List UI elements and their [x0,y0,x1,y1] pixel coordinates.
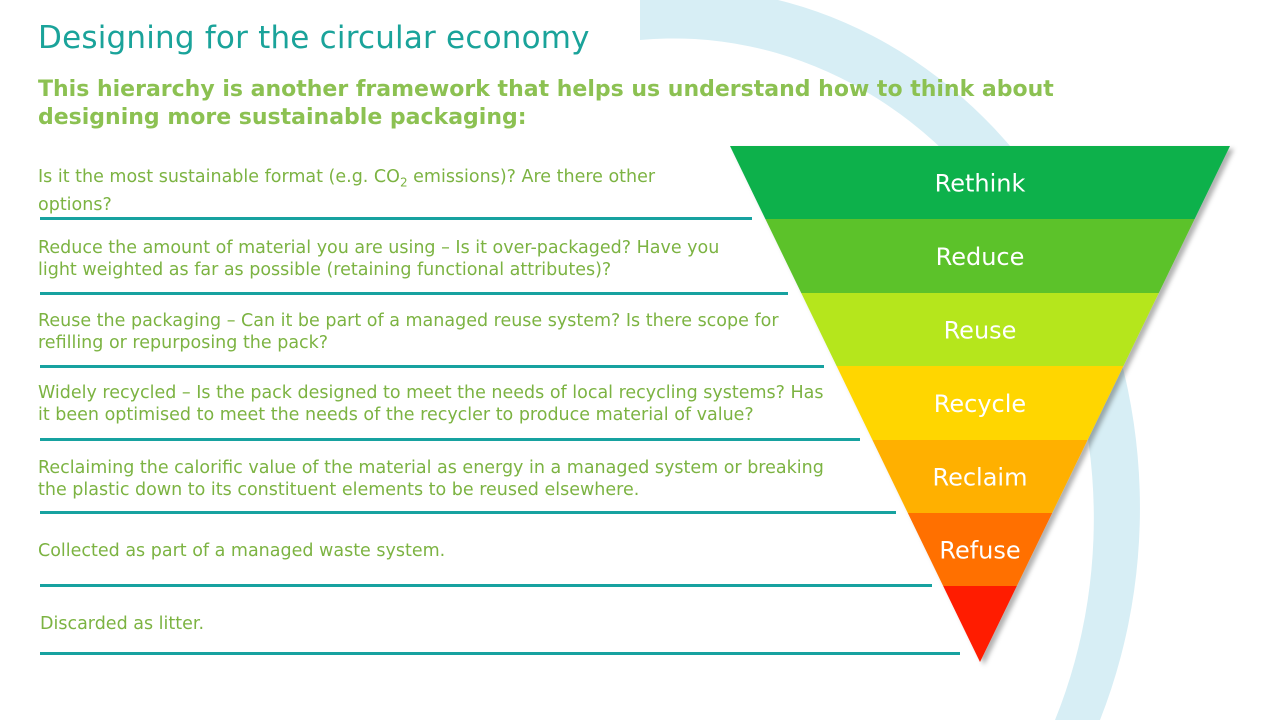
tier-label-reclaim: Reclaim [933,464,1028,492]
row-divider-recycle [40,438,860,441]
pyramid-tier-recycle [836,366,1124,440]
row-text-reclaim: Reclaiming the calorific value of the ma… [38,458,824,500]
tier-label-refuse: Refuse [939,537,1020,565]
hierarchy-row-reclaim: Reclaiming the calorific value of the ma… [38,457,858,501]
pyramid-tier-rethink [730,146,1230,219]
pyramid-tier-litter [943,586,1017,662]
row-text-reuse: Reuse the packaging – Can it be part of … [38,311,779,353]
row-text-reduce: Reduce the amount of material you are us… [38,238,720,280]
tier-label-reuse: Reuse [944,317,1017,345]
row-text-recycle: Widely recycled – Is the pack designed t… [38,383,824,425]
pyramid-tier-refuse [907,513,1053,586]
tier-label-rethink: Rethink [935,170,1026,198]
page-title: Designing for the circular economy [38,20,590,56]
hierarchy-row-reduce: Reduce the amount of material you are us… [38,237,738,281]
row-divider-reuse [40,365,824,368]
row-divider-refuse [40,584,932,587]
pyramid-tier-reclaim [872,440,1088,513]
tier-label-recycle: Recycle [934,390,1026,418]
hierarchy-row-recycle: Widely recycled – Is the pack designed t… [38,382,828,426]
pyramid-tier-reduce [765,219,1195,293]
hierarchy-row-rethink: Is it the most sustainable format (e.g. … [38,166,678,216]
row-text-litter: Discarded as litter. [40,614,205,634]
page-subtitle: This hierarchy is another framework that… [38,77,1054,130]
row-text-rethink: Is it the most sustainable format (e.g. … [38,167,656,215]
hierarchy-row-reuse: Reuse the packaging – Can it be part of … [38,310,798,354]
hierarchy-row-litter: Discarded as litter. [40,613,920,635]
tier-label-reduce: Reduce [936,243,1025,271]
row-divider-litter [40,652,960,655]
row-divider-reclaim [40,511,896,514]
row-divider-reduce [40,292,788,295]
pyramid-tier-reuse [801,293,1159,366]
row-divider-rethink [40,217,752,220]
row-text-refuse: Collected as part of a managed waste sys… [38,541,446,561]
hierarchy-row-refuse: Collected as part of a managed waste sys… [38,540,898,562]
